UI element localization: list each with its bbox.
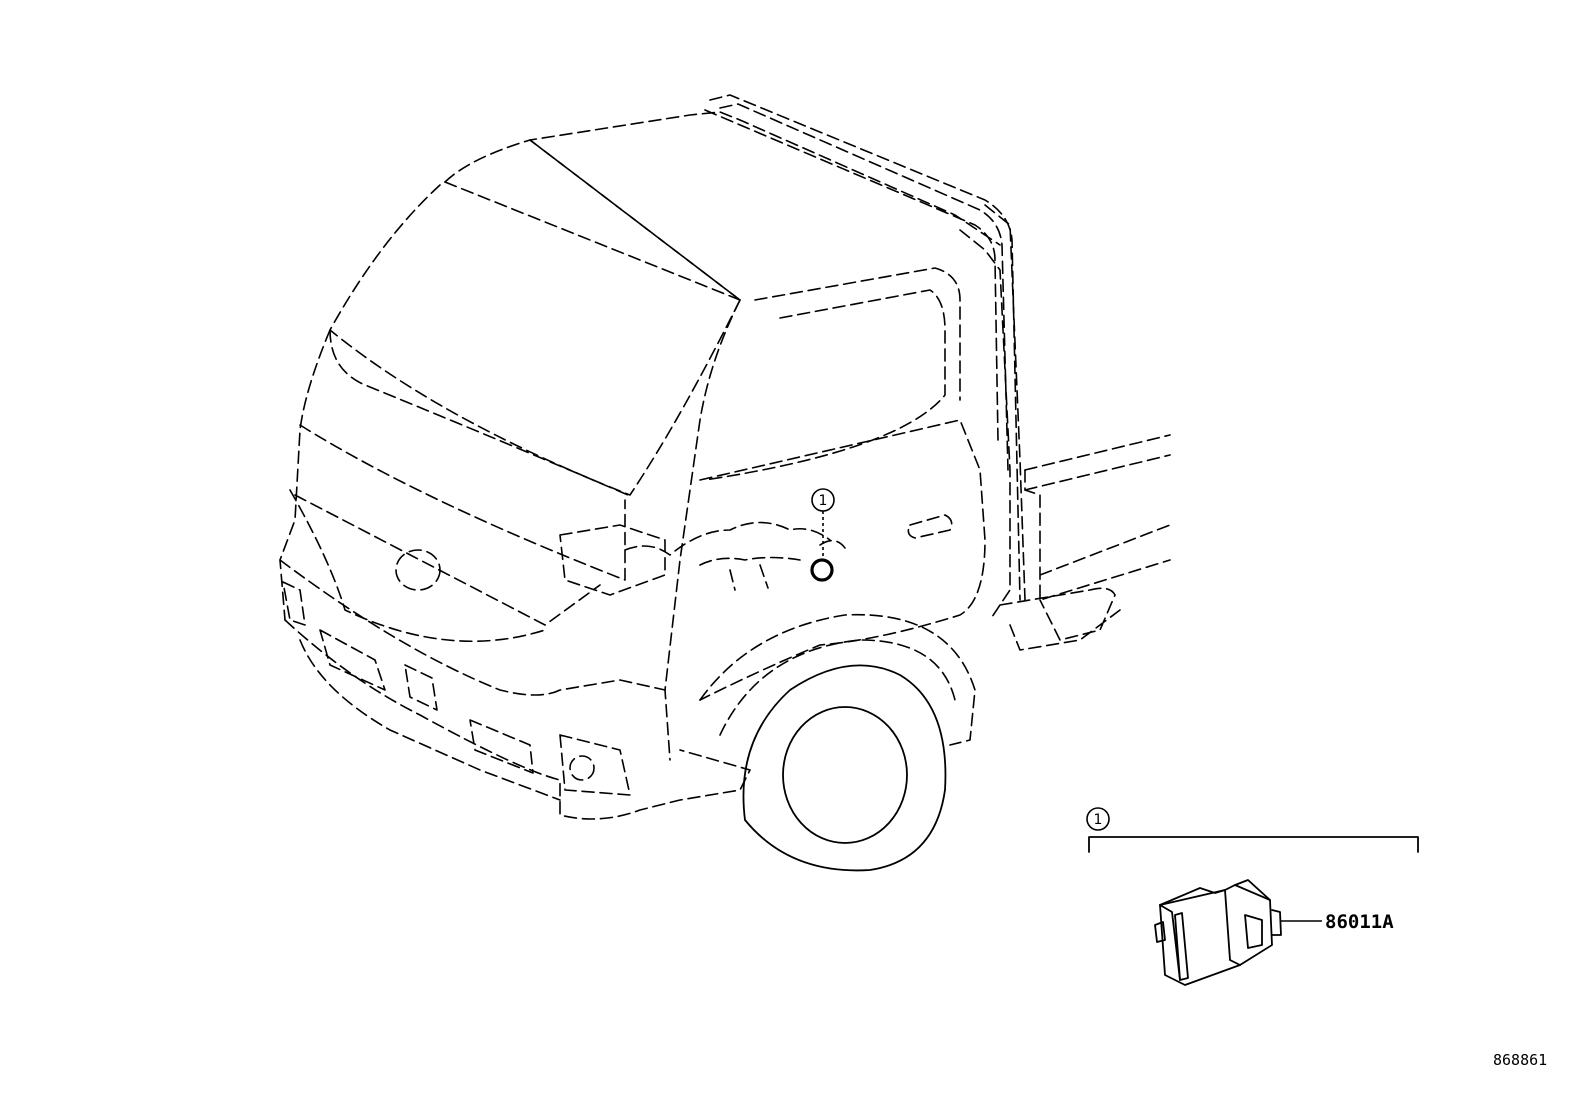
fender-outline xyxy=(699,613,976,746)
front-emblem xyxy=(395,549,441,591)
door-outline xyxy=(699,419,986,701)
connector-body-top xyxy=(1159,887,1226,906)
connector-face-edge xyxy=(1159,904,1181,981)
callout-number-group: 1 xyxy=(1094,812,1103,828)
door-handle xyxy=(907,514,953,539)
cab-front-panel xyxy=(299,424,626,581)
windshield-outline xyxy=(329,139,741,496)
bumper-vent-left xyxy=(319,629,386,691)
group-bracket-line xyxy=(1088,836,1419,853)
cargo-bed-top-rail xyxy=(1024,434,1171,491)
bumper-vent-right xyxy=(469,719,534,774)
headlamp-left-housing xyxy=(282,581,306,626)
engine-bay-harness xyxy=(624,521,831,566)
connector-rear-housing xyxy=(1224,884,1273,966)
parts-group: 1 86011A xyxy=(1086,807,1419,986)
cab-rear-edge-2 xyxy=(984,204,1026,601)
part-number-label: 86011A xyxy=(1325,911,1394,933)
callout-circle-group xyxy=(1086,807,1110,831)
cab-roof-top xyxy=(444,139,741,301)
fender-inner xyxy=(719,639,956,736)
vehicle-location-marker: 1 xyxy=(810,488,835,582)
headboard-frame-bar xyxy=(704,109,999,441)
cargo-bed-side xyxy=(1024,469,1171,601)
truck-phantom-outline xyxy=(279,94,1171,872)
cab-front-left-edge xyxy=(279,329,331,621)
connector-body-front xyxy=(1159,889,1241,986)
cab-roof-outline xyxy=(444,111,1001,246)
connector-rear-latch xyxy=(1244,914,1263,949)
illustration-number: 868861 xyxy=(1493,1051,1547,1069)
headboard-frame-inner xyxy=(719,103,1009,471)
connector-rear-tab xyxy=(1271,909,1282,936)
connector-icon xyxy=(1154,879,1282,986)
bumper-vent-center xyxy=(404,664,438,711)
connector-location-ring xyxy=(810,558,834,582)
front-wheel-tire xyxy=(742,664,947,872)
connector-side-rib xyxy=(1154,921,1166,943)
headlamp-right xyxy=(559,524,666,596)
front-wheel-rim xyxy=(782,706,908,844)
connector-rear-top xyxy=(1234,879,1271,901)
windshield-lower-edge xyxy=(329,329,629,496)
front-bumper-top xyxy=(279,559,666,696)
callout-number-vehicle: 1 xyxy=(819,493,828,509)
front-bumper-lower-edge xyxy=(299,639,561,801)
headboard-frame-outer xyxy=(709,94,1021,601)
cab-side-front-edge xyxy=(664,299,741,761)
fog-lamp-housing xyxy=(559,734,631,796)
cab-rear-edge xyxy=(959,229,1011,621)
door-window-inner xyxy=(754,267,961,401)
door-window-frame xyxy=(704,289,946,481)
harness-branches xyxy=(729,539,846,591)
cargo-bed-bottom xyxy=(999,587,1121,651)
fog-lamp-lens xyxy=(569,755,595,781)
front-grille-top xyxy=(294,494,601,626)
